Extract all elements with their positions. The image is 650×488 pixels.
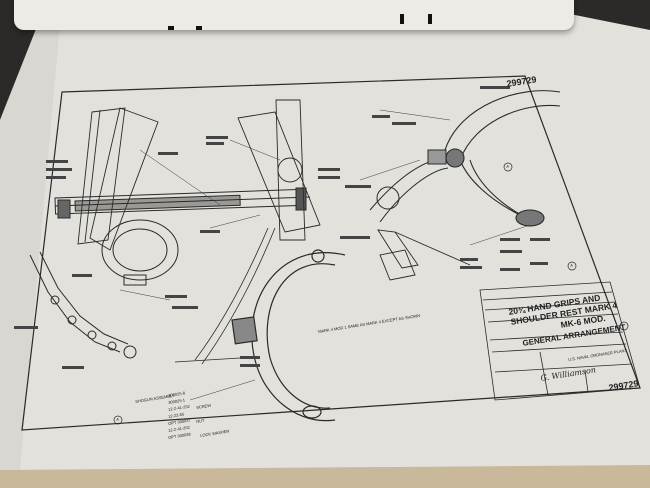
left-straps: [77, 107, 159, 251]
small-notes: [14, 86, 550, 369]
ring-part: [101, 219, 179, 286]
title-block: [479, 281, 641, 401]
drawing-sheet: [0, 12, 650, 470]
previous-page-edge: [14, 0, 574, 30]
arm-bracket: [377, 229, 471, 281]
view-marker-label: A: [115, 416, 120, 422]
shoulder-rest-top: [444, 90, 561, 227]
view-markers: [113, 162, 629, 425]
binder-rings: [168, 14, 432, 30]
thin-rods: [174, 227, 276, 365]
hand-grip-curve: [231, 249, 346, 422]
center-plate: [237, 99, 321, 241]
leader-lines: [119, 109, 531, 401]
chain-strap: [29, 251, 137, 359]
view-marker-label: A: [569, 262, 574, 268]
view-marker-label: A: [505, 163, 510, 169]
connecting-rod: [369, 149, 449, 223]
